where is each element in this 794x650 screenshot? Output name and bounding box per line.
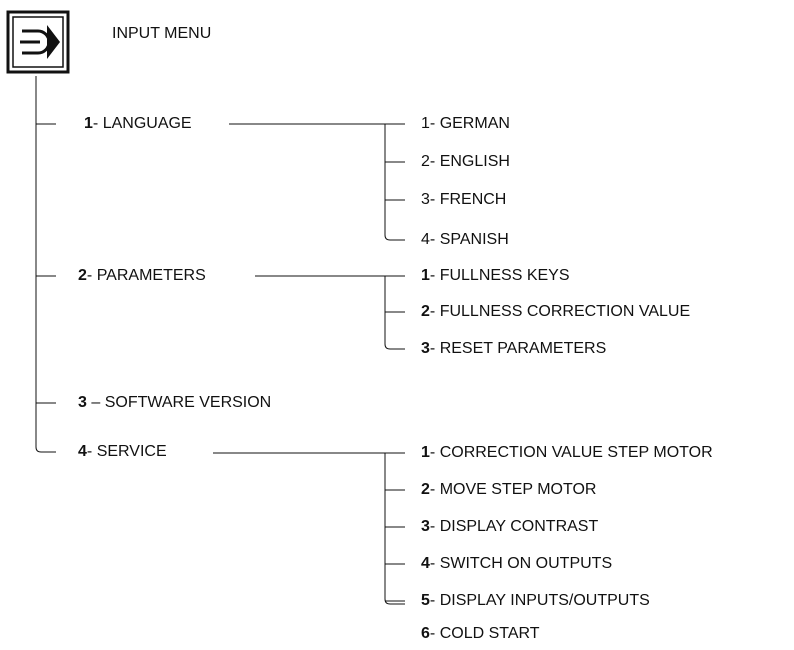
item-separator: - xyxy=(429,481,440,498)
sub-item-fullness-correction-value: 2- FULLNESS CORRECTION VALUE xyxy=(421,302,690,322)
item-label: CORRECTION VALUE STEP MOTOR xyxy=(439,444,713,461)
sub-item-switch-on-outputs: 4- SWITCH ON OUTPUTS xyxy=(421,554,612,574)
menu-title: INPUT MENU xyxy=(112,25,212,42)
item-separator: - xyxy=(86,443,97,460)
input-menu-icon xyxy=(6,10,70,74)
item-number: 5 xyxy=(421,592,430,609)
item-number: 2 xyxy=(421,153,430,170)
sub-item-correction-value-step-motor: 1- CORRECTION VALUE STEP MOTOR xyxy=(421,443,713,463)
item-number: 3 xyxy=(421,191,430,208)
sub-item-german: 1- GERMAN xyxy=(421,114,510,134)
item-separator: - xyxy=(429,340,440,357)
item-separator: - xyxy=(92,115,103,132)
item-separator: - xyxy=(429,115,440,132)
item-number: 6 xyxy=(421,625,430,642)
item-separator: - xyxy=(429,191,440,208)
item-separator: - xyxy=(429,267,440,284)
item-separator: - xyxy=(429,592,440,609)
sub-item-english: 2- ENGLISH xyxy=(421,152,510,172)
item-number: 4 xyxy=(78,443,87,460)
item-separator: - xyxy=(86,267,97,284)
sub-item-move-step-motor: 2- MOVE STEP MOTOR xyxy=(421,480,596,500)
item-separator: - xyxy=(429,555,440,572)
item-number: 2 xyxy=(78,267,87,284)
main-item-software-version: 3 – SOFTWARE VERSION xyxy=(78,393,271,413)
sub-item-reset-parameters: 3- RESET PARAMETERS xyxy=(421,339,606,359)
item-label: SOFTWARE VERSION xyxy=(104,394,272,411)
item-label: FULLNESS KEYS xyxy=(439,267,570,284)
item-label: SPANISH xyxy=(439,231,509,248)
item-label: LANGUAGE xyxy=(102,115,192,132)
item-number: 4 xyxy=(421,231,430,248)
item-separator: – xyxy=(86,394,105,411)
item-label: SERVICE xyxy=(96,443,167,460)
item-label: COLD START xyxy=(439,625,540,642)
item-number: 3 xyxy=(78,394,87,411)
item-number: 1 xyxy=(84,115,93,132)
item-separator: - xyxy=(429,231,440,248)
item-number: 4 xyxy=(421,555,430,572)
main-item-language: 1- LANGUAGE xyxy=(84,114,192,134)
item-separator: - xyxy=(429,444,440,461)
item-label: SWITCH ON OUTPUTS xyxy=(439,555,613,572)
sub-item-spanish: 4- SPANISH xyxy=(421,230,509,250)
item-separator: - xyxy=(429,625,440,642)
item-label: MOVE STEP MOTOR xyxy=(439,481,597,498)
sub-item-french: 3- FRENCH xyxy=(421,190,506,210)
item-separator: - xyxy=(429,518,440,535)
item-label: RESET PARAMETERS xyxy=(439,340,607,357)
item-number: 1 xyxy=(421,444,430,461)
item-number: 3 xyxy=(421,518,430,535)
item-number: 3 xyxy=(421,340,430,357)
main-item-parameters: 2- PARAMETERS xyxy=(78,266,206,286)
sub-item-display-contrast: 3- DISPLAY CONTRAST xyxy=(421,517,598,537)
sub-item-fullness-keys: 1- FULLNESS KEYS xyxy=(421,266,570,286)
item-label: DISPLAY INPUTS/OUTPUTS xyxy=(439,592,650,609)
item-label: PARAMETERS xyxy=(96,267,206,284)
item-label: GERMAN xyxy=(439,115,510,132)
main-item-service: 4- SERVICE xyxy=(78,442,167,462)
item-separator: - xyxy=(429,153,440,170)
item-number: 2 xyxy=(421,481,430,498)
item-separator: - xyxy=(429,303,440,320)
sub-item-cold-start: 6- COLD START xyxy=(421,624,540,644)
item-number: 2 xyxy=(421,303,430,320)
item-label: ENGLISH xyxy=(439,153,510,170)
item-number: 1 xyxy=(421,267,430,284)
item-number: 1 xyxy=(421,115,430,132)
sub-item-display-inputs-outputs: 5- DISPLAY INPUTS/OUTPUTS xyxy=(421,591,650,611)
item-label: DISPLAY CONTRAST xyxy=(439,518,599,535)
item-label: FULLNESS CORRECTION VALUE xyxy=(439,303,691,320)
item-label: FRENCH xyxy=(439,191,507,208)
